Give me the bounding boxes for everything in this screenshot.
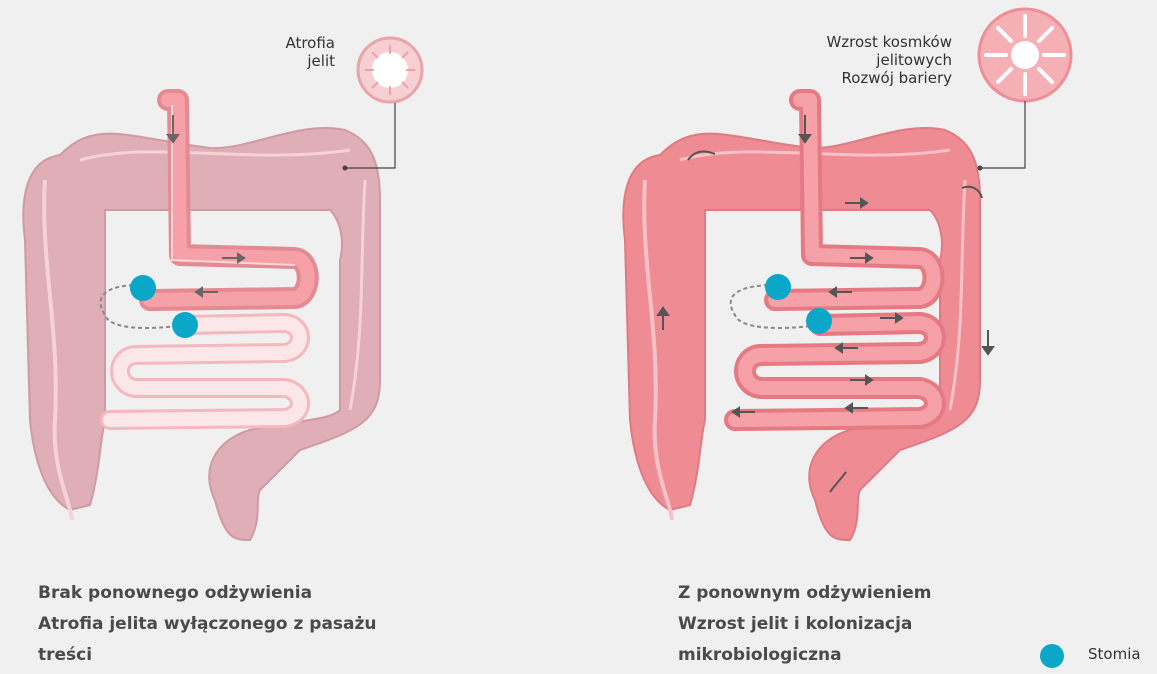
callout-line-2: jelit: [285, 52, 335, 70]
callout-leader-dot: [343, 166, 348, 171]
caption-line-2: Wzrost jelit i kolonizacja: [678, 609, 931, 640]
stoma-circle-lower: [172, 312, 198, 338]
callout-atrophy: Atrofia jelit: [285, 34, 335, 70]
villi-cross-section-healthy: [979, 9, 1071, 101]
right-panel: Wzrost kosmków jelitowych Rozwój bariery…: [600, 0, 1157, 674]
small-bowel-inactive: [110, 323, 300, 420]
stoma-circle-lower: [806, 308, 832, 334]
caption-line-1: Brak ponownego odżywienia: [38, 578, 377, 609]
caption-line-3: mikrobiologiczna: [678, 640, 931, 671]
intestine-diagram-atrophy: [0, 0, 560, 560]
callout-line-3: Rozwój bariery: [826, 69, 952, 87]
stoma-circle-upper: [130, 275, 156, 301]
caption-with-refeeding: Z ponownym odżywieniem Wzrost jelit i ko…: [678, 578, 931, 671]
callout-line-1: Wzrost kosmków: [826, 33, 952, 51]
stoma-circle-upper: [765, 274, 791, 300]
callout-line-2: jelitowych: [826, 51, 952, 69]
villi-cross-section-atrophic: [358, 38, 422, 102]
stoma-legend-label: Stomia: [1088, 645, 1141, 663]
caption-line-1: Z ponownym odżywieniem: [678, 578, 931, 609]
stoma-legend-dot: [1040, 644, 1064, 668]
callout-leader-dot: [978, 166, 983, 171]
callout-villi-growth: Wzrost kosmków jelitowych Rozwój bariery: [826, 33, 952, 87]
callout-line-1: Atrofia: [285, 34, 335, 52]
caption-line-3: treści: [38, 640, 377, 671]
caption-no-refeeding: Brak ponownego odżywienia Atrofia jelita…: [38, 578, 377, 671]
caption-line-2: Atrofia jelita wyłączonego z pasażu: [38, 609, 377, 640]
left-panel: Atrofia jelit Brak ponownego odżywienia …: [0, 0, 560, 674]
callout-leader-line: [980, 101, 1025, 168]
